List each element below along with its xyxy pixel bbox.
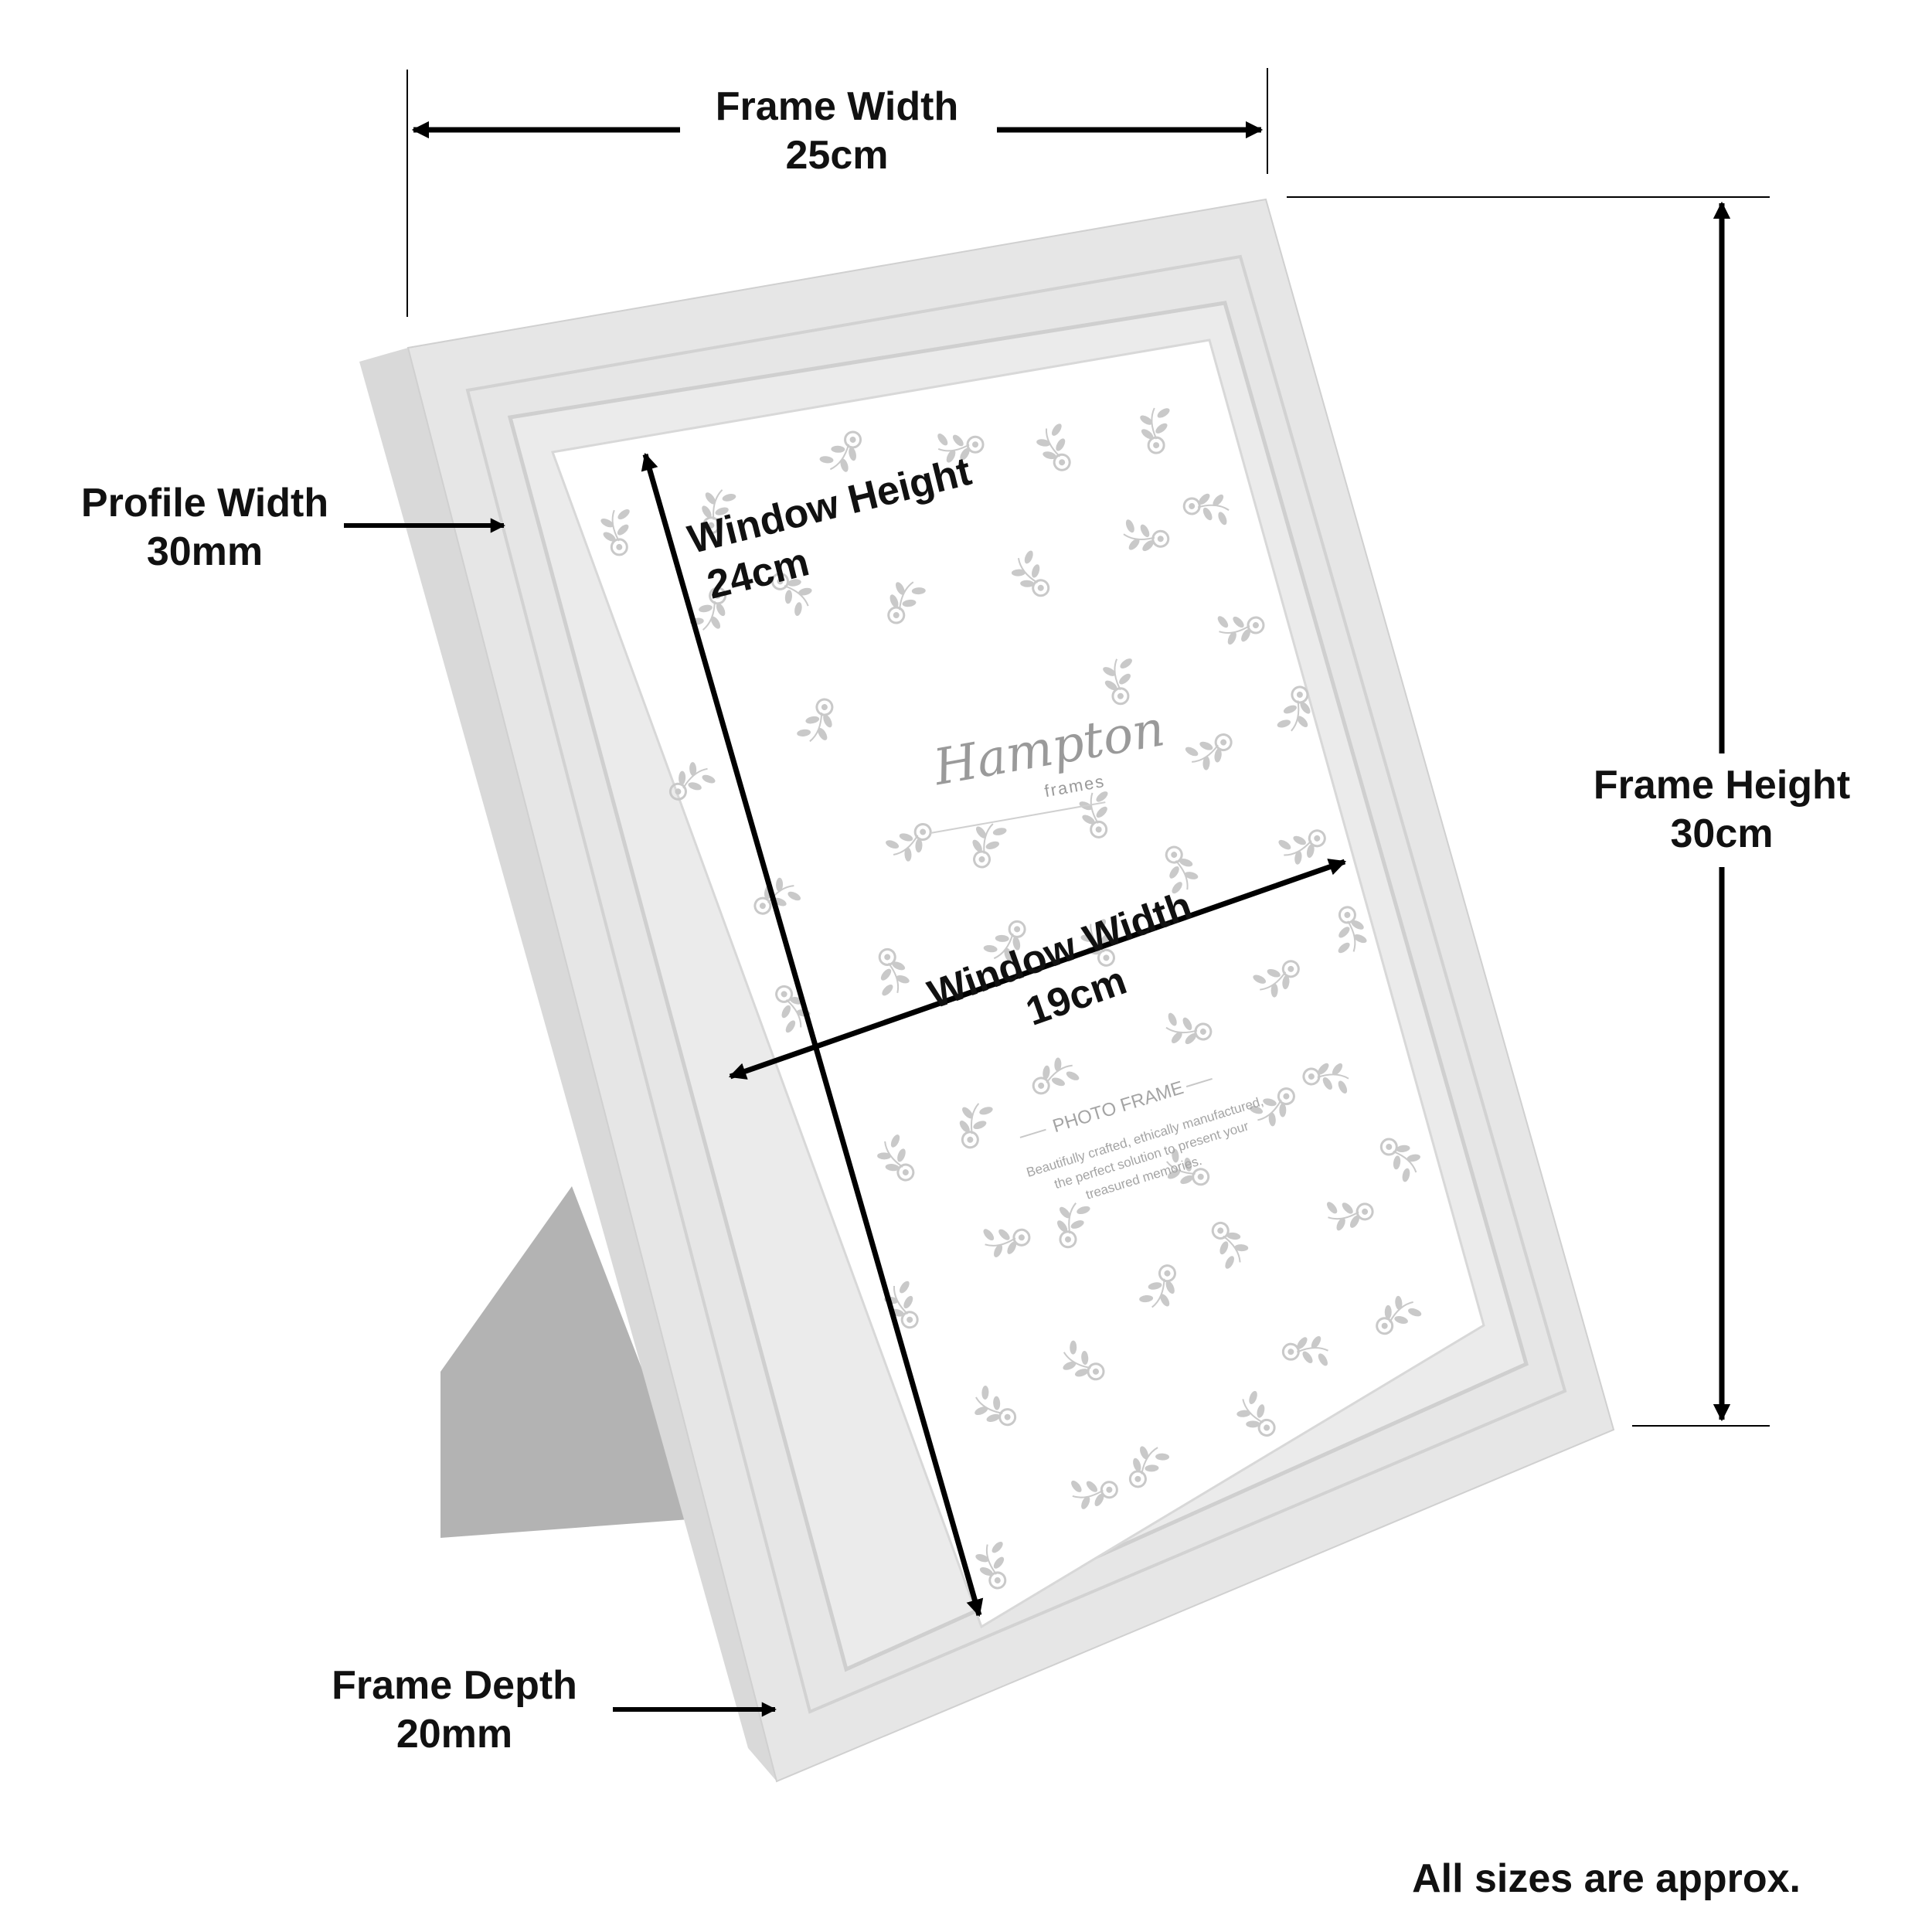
frame-depth-value: 20mm: [396, 1712, 512, 1757]
flower-sprig: [1211, 1221, 1249, 1269]
flower-sprig: [1057, 1202, 1090, 1249]
flower-sprig: [1036, 423, 1071, 471]
flower-sprig: [1139, 1264, 1176, 1308]
frame-width-title: Frame Width: [716, 84, 958, 129]
approx-footnote: All sizes are approx.: [1412, 1856, 1801, 1901]
flower-sprig: [1217, 616, 1265, 645]
flower-sprig: [1128, 1446, 1170, 1488]
flower-sprig: [983, 1228, 1031, 1257]
flower-sprig: [1376, 1295, 1422, 1335]
flower-sprig: [1326, 1202, 1374, 1231]
flower-sprig: [1182, 493, 1230, 526]
flower-sprig: [1063, 1340, 1105, 1381]
frame-width-value: 25cm: [786, 133, 889, 178]
frame-height-value: 30cm: [1671, 811, 1774, 856]
frame-height-dimension: Frame Height 30cm: [1287, 196, 1850, 1427]
flower-sprig: [1249, 1087, 1295, 1127]
blurb-rule-left: [1019, 1128, 1046, 1138]
flower-sprig: [1071, 1480, 1118, 1509]
flower-sprig: [1011, 550, 1050, 597]
flower-sprig: [1236, 1390, 1276, 1437]
flower-sprig: [1379, 1138, 1420, 1182]
profile-width-title: Profile Width: [81, 481, 328, 526]
flower-sprig: [1103, 658, 1132, 706]
flower-sprig: [1123, 519, 1170, 552]
flower-sprig: [1281, 1335, 1328, 1366]
frame-width-dimension: Frame Width 25cm: [406, 68, 1268, 317]
frame-height-title: Frame Height: [1594, 763, 1850, 808]
flower-sprig: [1140, 407, 1170, 454]
flower-sprig: [600, 509, 630, 556]
blurb-rule-right: [1185, 1077, 1213, 1088]
flower-sprig: [1185, 733, 1233, 770]
flower-sprig: [1277, 685, 1311, 732]
flower-sprig: [1278, 829, 1326, 865]
easel-stand: [440, 1186, 699, 1538]
profile-width-value: 30mm: [147, 529, 263, 574]
profile-width-callout: Profile Width 30mm: [81, 481, 505, 574]
frame-depth-callout: Frame Depth 20mm: [332, 1663, 777, 1757]
frame-depth-title: Frame Depth: [332, 1663, 577, 1708]
flower-sprig: [1166, 1148, 1210, 1186]
window-width-arrow: [728, 859, 1347, 1080]
